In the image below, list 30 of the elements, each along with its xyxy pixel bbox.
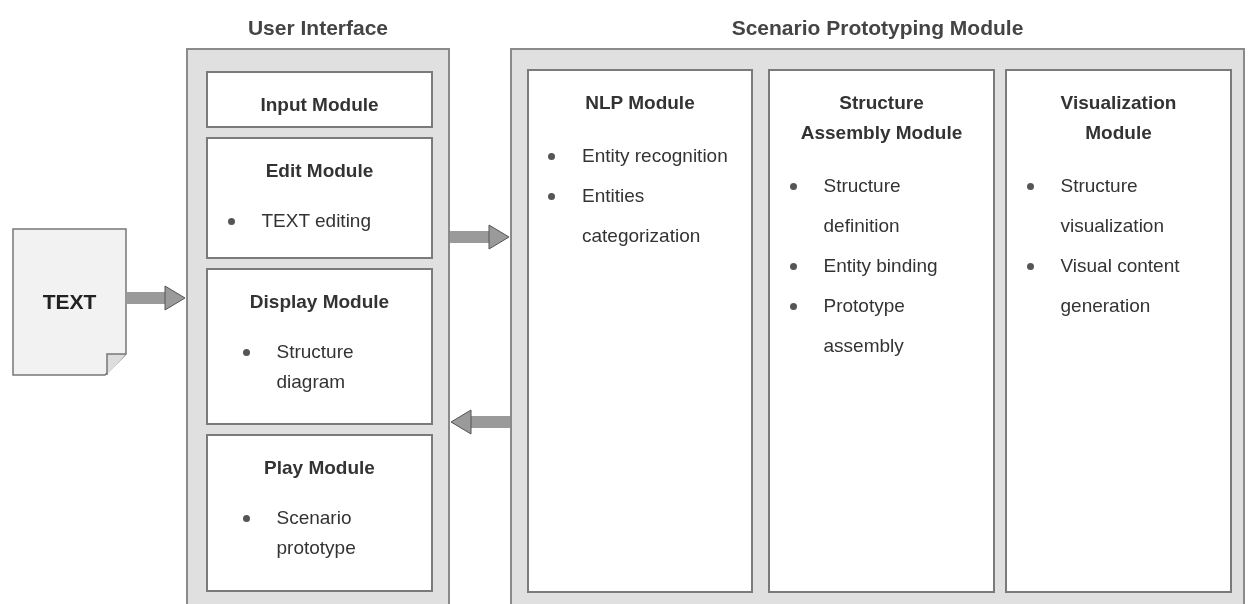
module-title: NLP Module <box>585 91 695 115</box>
bullet-item: Scenario prototype <box>276 506 357 560</box>
bullet-item: Visual content generation <box>1060 254 1181 318</box>
block-arrow <box>450 409 510 435</box>
block-arrow <box>127 285 186 311</box>
bullet-item: Structure definition <box>823 174 902 238</box>
panel-title: User Interface <box>246 15 390 41</box>
panel-title: Scenario Prototyping Module <box>730 15 1025 41</box>
module-title: Edit Module <box>265 159 374 183</box>
module-title: Structure Assembly Module <box>799 91 964 145</box>
bullet-item: Structure diagram <box>276 340 355 394</box>
bullet-item: Entities categorization <box>582 184 702 248</box>
bullet-item: Structure visualization <box>1060 174 1165 238</box>
bullet-item: Entity recognition <box>582 144 728 168</box>
bullet-item: Entity binding <box>823 254 938 278</box>
document-label: TEXT <box>42 289 97 316</box>
bullet-item: TEXT editing <box>261 209 371 233</box>
module-title: Input Module <box>260 93 379 117</box>
block-arrow <box>450 224 510 250</box>
module-title: Visualization Module <box>1059 91 1178 145</box>
module-title: Display Module <box>249 290 390 314</box>
module-box <box>206 268 433 425</box>
module-box <box>206 71 433 128</box>
module-box <box>1005 69 1232 593</box>
module-title: Play Module <box>264 456 375 480</box>
bullet-item: Prototype assembly <box>823 294 906 358</box>
module-box <box>768 69 995 593</box>
module-box <box>527 69 753 593</box>
module-box <box>206 434 433 592</box>
module-box <box>206 137 433 259</box>
